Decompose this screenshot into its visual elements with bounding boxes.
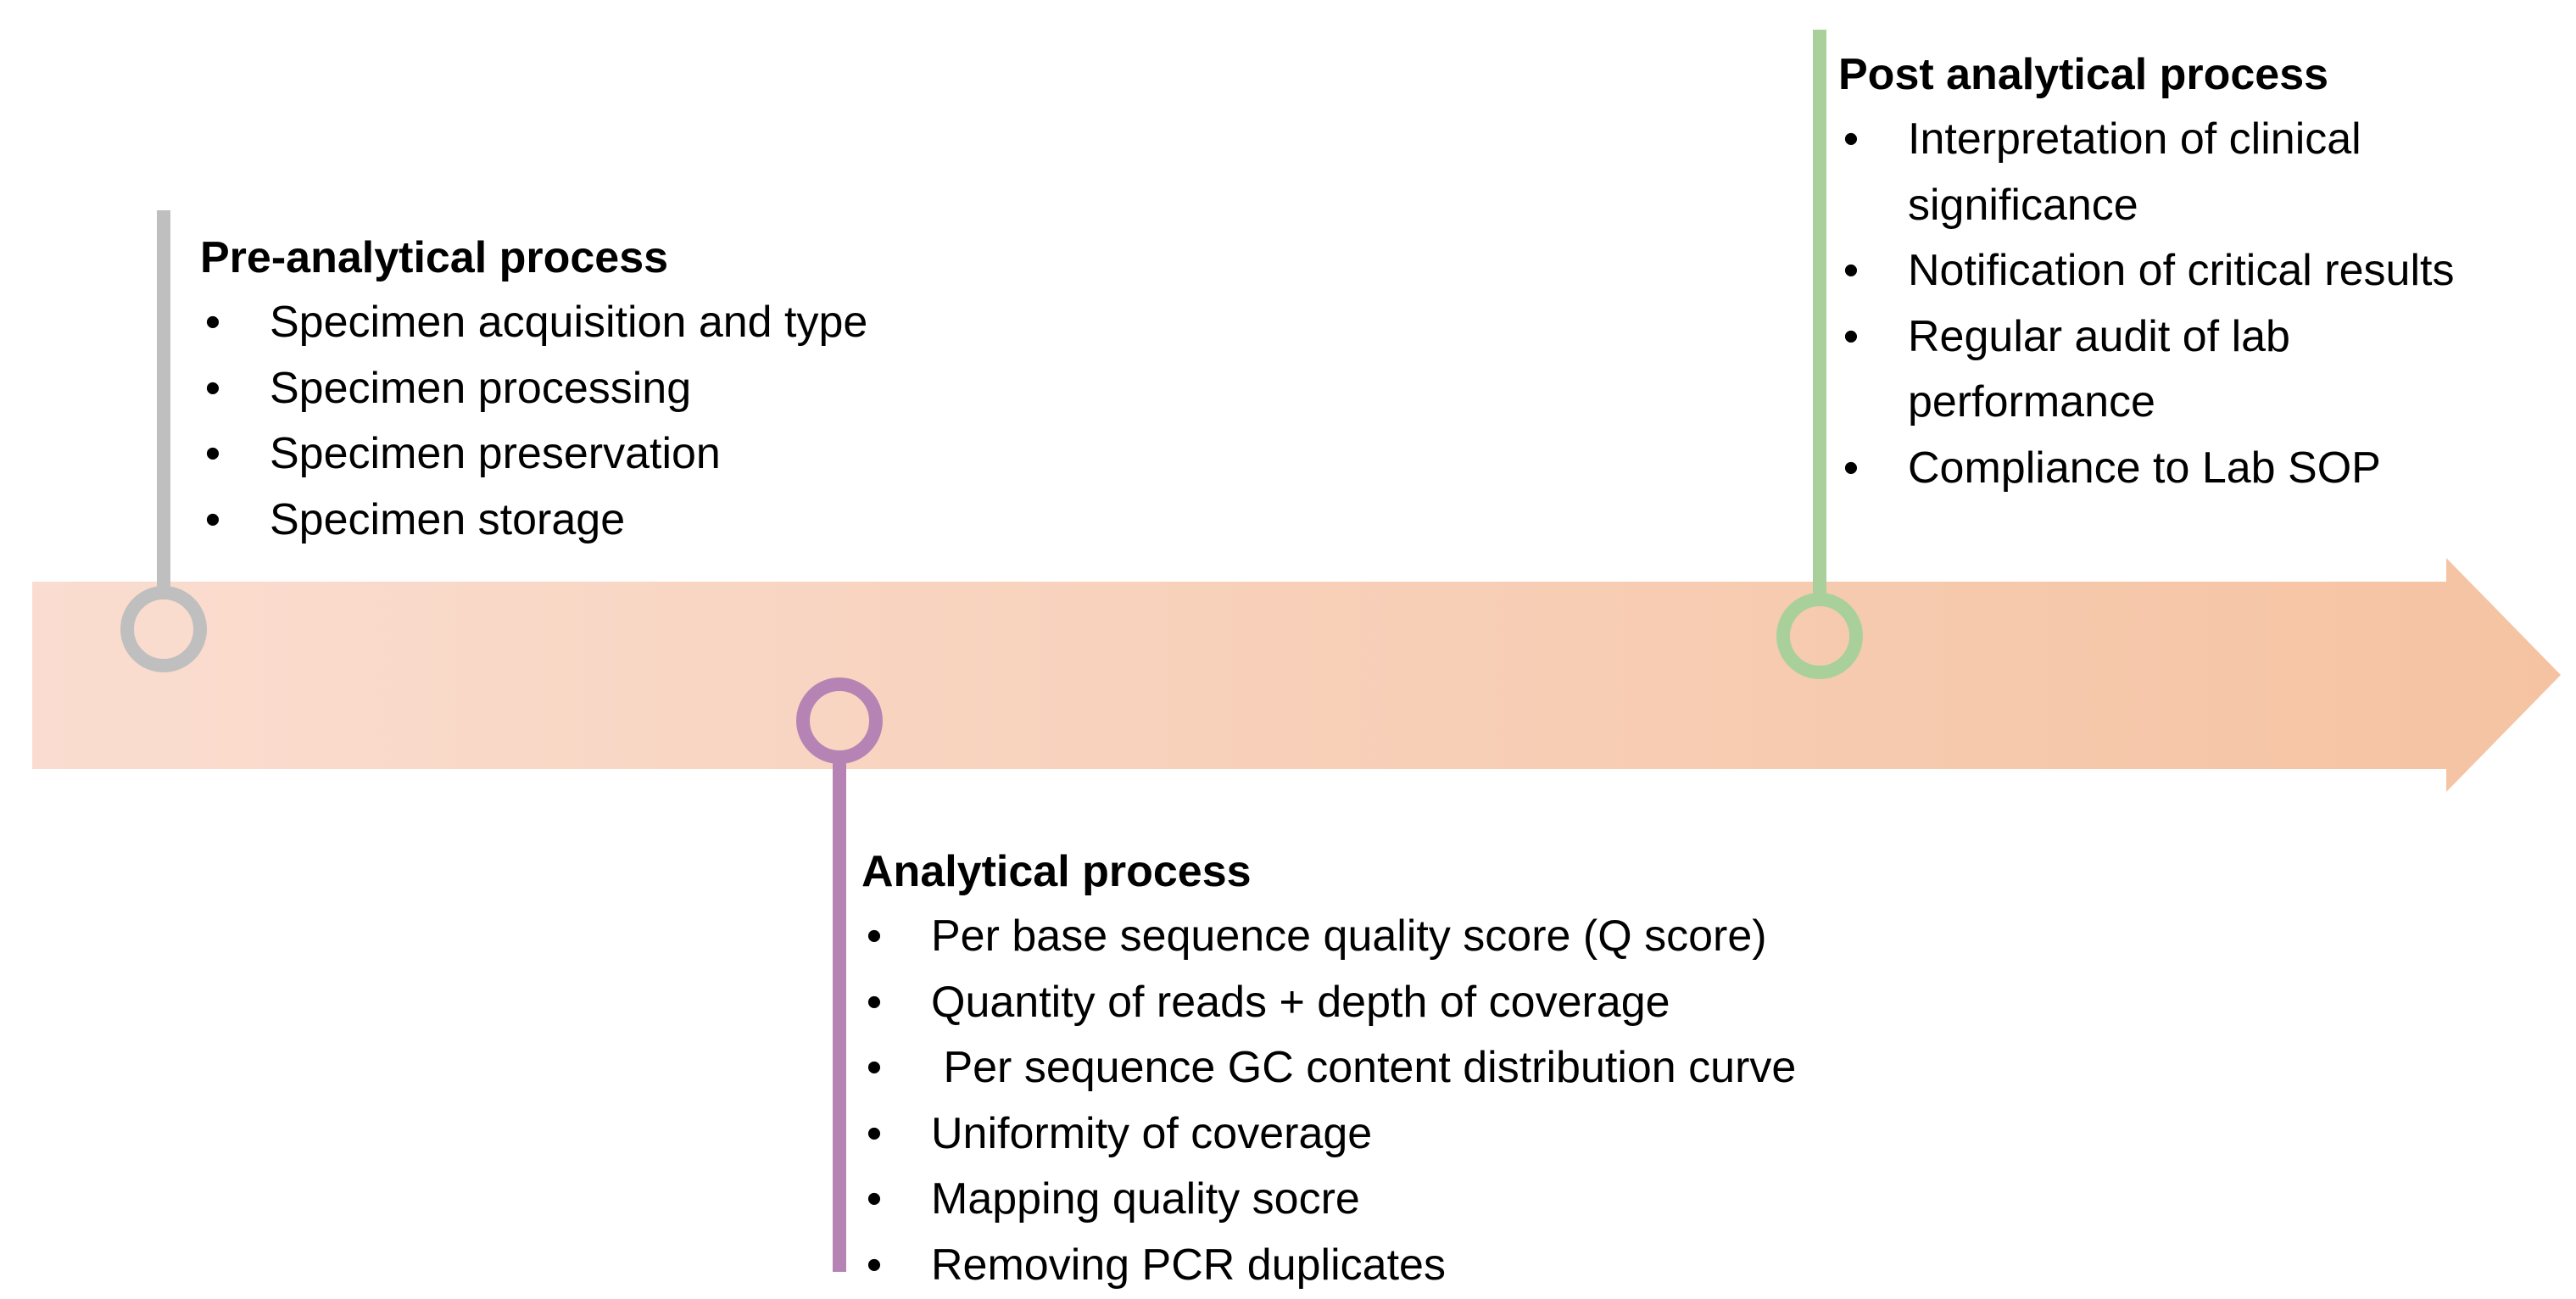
list-item: • Regular audit of lab performance <box>1838 304 2551 436</box>
pre-analytical-marker-ring <box>120 586 207 672</box>
list-item: • Per base sequence quality score (Q scor… <box>861 904 2049 970</box>
list-item: • Compliance to Lab SOP <box>1838 436 2551 502</box>
post-analytical-list: • Interpretation of clinical significance… <box>1838 107 2551 501</box>
list-item-text: Specimen acquisition and type <box>270 298 868 347</box>
list-item-text: Specimen storage <box>270 494 626 544</box>
bullet-glyph: • <box>866 1240 883 1290</box>
bullet-glyph: • <box>866 1108 883 1158</box>
bullet-glyph: • <box>204 494 221 544</box>
list-item-text: Notification of critical results <box>1908 246 2455 295</box>
pre-analytical-block: Pre-analytical process • Specimen acquisi… <box>200 226 1048 553</box>
list-item-text: Regular audit of lab performance <box>1908 311 2290 427</box>
list-item-text: Specimen preservation <box>270 429 721 478</box>
analytical-list: • Per base sequence quality score (Q scor… <box>861 904 2049 1298</box>
pre-analytical-list: • Specimen acquisition and type • Specimen… <box>200 290 1048 553</box>
list-item-text: Compliance to Lab SOP <box>1908 443 2381 493</box>
post-analytical-marker-ring <box>1776 593 1863 679</box>
list-item: • Specimen processing <box>200 356 1048 422</box>
bullet-glyph: • <box>866 1043 883 1092</box>
list-item: • Specimen acquisition and type <box>200 290 1048 356</box>
list-item: • Specimen preservation <box>200 421 1048 488</box>
bullet-glyph: • <box>1843 246 1860 295</box>
analytical-block: Analytical process • Per base sequence qu… <box>861 839 2049 1298</box>
list-item-text: Specimen processing <box>270 363 692 413</box>
list-item: • Interpretation of clinical significance <box>1838 107 2551 238</box>
list-item-text: Interpretation of clinical significance <box>1908 114 2361 230</box>
list-item: • Notification of critical results <box>1838 238 2551 304</box>
list-item-text: Uniformity of coverage <box>931 1108 1373 1158</box>
list-item: • Removing PCR duplicates <box>861 1233 2049 1299</box>
bullet-glyph: • <box>204 363 221 413</box>
list-item: • Mapping quality socre <box>861 1167 2049 1233</box>
analytical-marker-ring <box>796 677 883 764</box>
list-item: • Quantity of reads + depth of coverage <box>861 970 2049 1036</box>
analytical-heading: Analytical process <box>861 847 1252 896</box>
bullet-glyph: • <box>204 298 221 347</box>
bullet-glyph: • <box>1843 311 1860 361</box>
list-item-text: Per base sequence quality score (Q score… <box>931 912 1767 961</box>
post-analytical-block: Post analytical process • Interpretation … <box>1838 42 2551 501</box>
bullet-glyph: • <box>866 977 883 1027</box>
pre-analytical-heading: Pre-analytical process <box>200 233 669 282</box>
post-analytical-heading: Post analytical process <box>1838 50 2329 99</box>
list-item-text: Mapping quality socre <box>931 1174 1360 1224</box>
list-item-text: Per sequence GC content distribution cur… <box>931 1043 1797 1092</box>
bullet-glyph: • <box>866 1174 883 1224</box>
timeline-arrow <box>32 558 2561 792</box>
bullet-glyph: • <box>1843 443 1860 493</box>
bullet-glyph: • <box>866 912 883 961</box>
list-item: • Specimen storage <box>200 488 1048 554</box>
list-item-text: Quantity of reads + depth of coverage <box>931 977 1670 1027</box>
bullet-glyph: • <box>1843 114 1860 164</box>
list-item-text: Removing PCR duplicates <box>931 1240 1446 1290</box>
list-item: • Uniformity of coverage <box>861 1101 2049 1168</box>
bullet-glyph: • <box>204 429 221 478</box>
list-item: • Per sequence GC content distribution c… <box>861 1035 2049 1101</box>
